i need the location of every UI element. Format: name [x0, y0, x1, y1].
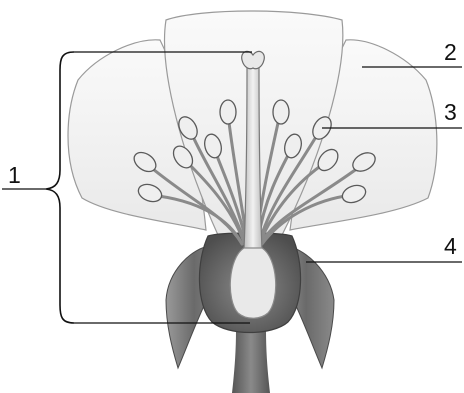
anther — [220, 100, 236, 124]
label-4: 4 — [444, 233, 457, 259]
label-3: 3 — [444, 99, 457, 125]
bracket-1 — [46, 52, 74, 323]
anther — [273, 100, 289, 124]
style — [244, 66, 262, 250]
label-2: 2 — [444, 39, 457, 65]
stem — [232, 330, 270, 393]
ovary — [230, 248, 275, 318]
label-1: 1 — [8, 162, 21, 188]
